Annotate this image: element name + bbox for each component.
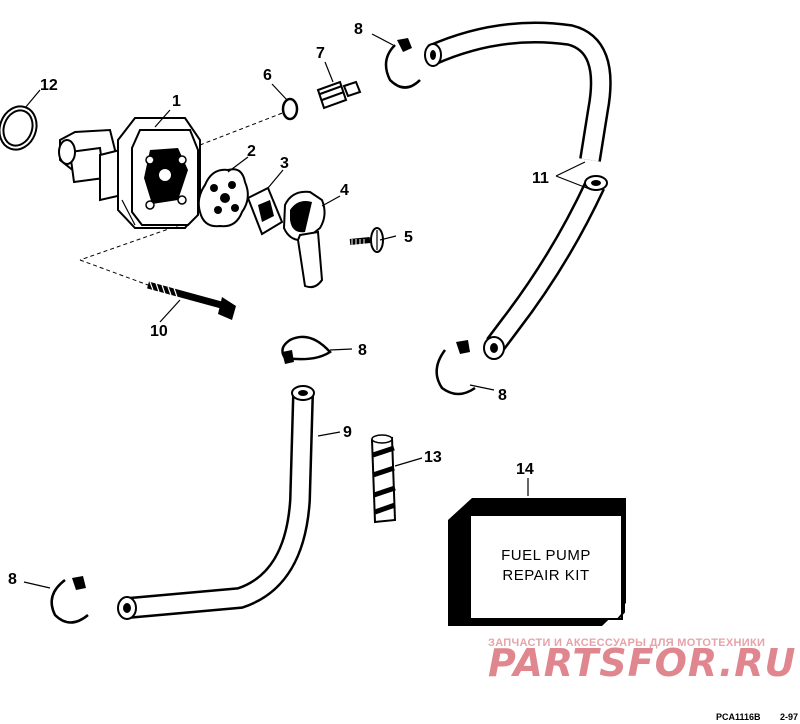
callout-5: 5 (404, 229, 413, 246)
part-2-diaphragm (197, 168, 249, 228)
part-5-screw (349, 227, 384, 253)
part-9-hose (117, 385, 315, 620)
part-6-o-ring (281, 97, 299, 121)
callout-1: 1 (172, 93, 181, 110)
callout-14: 14 (516, 461, 534, 478)
callout-3: 3 (280, 155, 289, 172)
callout-8-middle: 8 (358, 342, 367, 359)
part-8-clamp-top (384, 38, 421, 89)
callout-8-right: 8 (498, 387, 507, 404)
part-12-o-ring (0, 105, 38, 151)
kit-label-line1: FUEL PUMP (501, 547, 591, 564)
part-10-bolt (147, 281, 236, 320)
part-11-hose (424, 21, 612, 360)
callout-12: 12 (40, 77, 58, 94)
callout-11: 11 (532, 170, 549, 187)
kit-label-line2: REPAIR KIT (502, 567, 589, 584)
callout-10: 10 (150, 323, 168, 340)
figure-reference: PCA1116B 2-97 (716, 712, 798, 722)
alignment-lines (79, 111, 286, 286)
part-3-gasket (246, 186, 284, 236)
watermark: ЗАПЧАСТИ И АКСЕССУАРЫ ДЛЯ МОТОТЕХНИКИ PA… (488, 637, 796, 685)
callout-13: 13 (424, 449, 442, 466)
part-8-clamp-right (435, 340, 476, 396)
part-13-spring (370, 434, 397, 524)
callout-9: 9 (343, 424, 352, 441)
reference-code: PCA1116B (716, 712, 761, 722)
part-1-fuel-pump (58, 117, 201, 229)
callouts: 1 2 3 4 5 6 7 8 8 8 8 9 10 11 12 13 14 (8, 21, 549, 588)
callout-7: 7 (316, 45, 325, 62)
callout-8-top: 8 (354, 21, 363, 38)
part-8-clamp-middle (281, 335, 332, 364)
leader-lines (23, 33, 593, 589)
callout-8-bottom: 8 (8, 571, 17, 588)
part-14-repair-kit-box: FUEL PUMP REPAIR KIT (448, 498, 626, 626)
callout-2: 2 (247, 143, 256, 160)
callout-6: 6 (263, 67, 272, 84)
part-4-fitting (282, 190, 326, 289)
watermark-caption: ЗАПЧАСТИ И АКСЕССУАРЫ ДЛЯ МОТОТЕХНИКИ (488, 637, 765, 649)
reference-date: 2-97 (780, 712, 798, 722)
part-7-check-valve (316, 80, 362, 110)
watermark-logo: PARTSFOR.RU (488, 641, 796, 685)
callout-4: 4 (340, 182, 349, 199)
part-8-clamp-bottom (50, 576, 89, 624)
